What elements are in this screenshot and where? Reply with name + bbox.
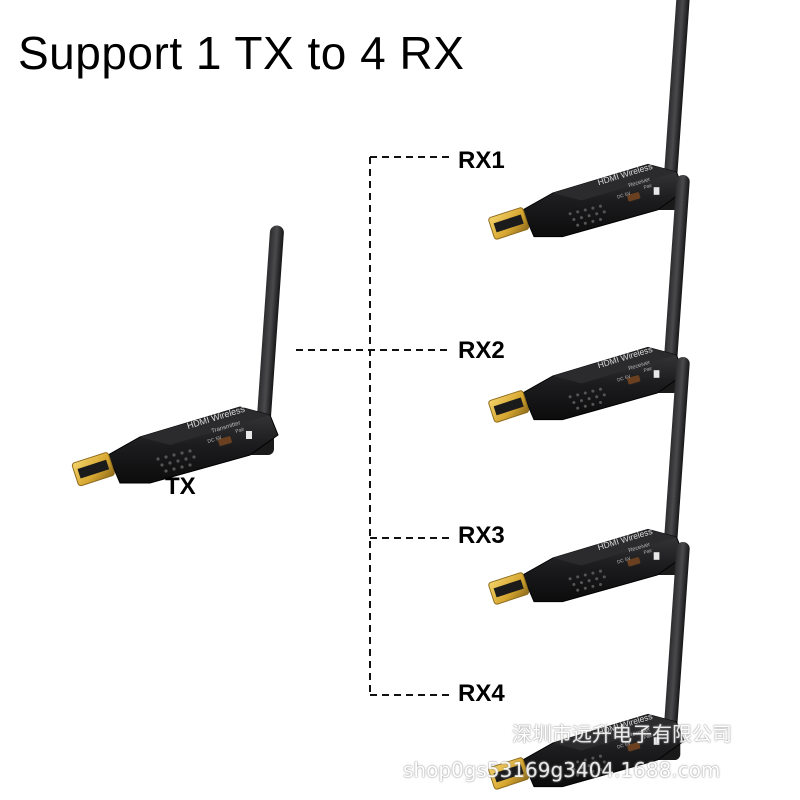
watermark-company: 深圳市远升电子有限公司: [512, 722, 732, 746]
svg-text:DC 5V: DC 5V: [616, 373, 632, 383]
rx3-label: RX3: [458, 522, 505, 549]
tx-label: TX: [165, 473, 196, 500]
svg-text:Pair: Pair: [643, 366, 653, 374]
rx1-label: RX1: [458, 147, 505, 174]
rx2-label: RX2: [458, 337, 505, 364]
svg-text:Pair: Pair: [643, 183, 653, 191]
svg-text:Pair: Pair: [643, 548, 653, 556]
svg-text:Pair: Pair: [643, 733, 653, 741]
tx-device-image: HDMI Wireless Transmitter DC 5V Pair: [71, 224, 285, 487]
rx1-device-image: HDMI Wireless Receiver DC 5V Pair: [487, 0, 691, 241]
svg-text:DC 5V: DC 5V: [616, 555, 632, 565]
rx4-label: RX4: [458, 680, 505, 707]
diagram-title: Support 1 TX to 4 RX: [18, 27, 465, 79]
svg-text:DC 5V: DC 5V: [207, 435, 223, 445]
svg-text:Pair: Pair: [235, 426, 246, 434]
watermark-shop-url: shop0gs53169g3404.1688.com: [403, 758, 721, 782]
svg-text:DC 5V: DC 5V: [616, 740, 632, 750]
svg-text:DC 5V: DC 5V: [616, 190, 632, 200]
connection-lines: [296, 156, 450, 696]
